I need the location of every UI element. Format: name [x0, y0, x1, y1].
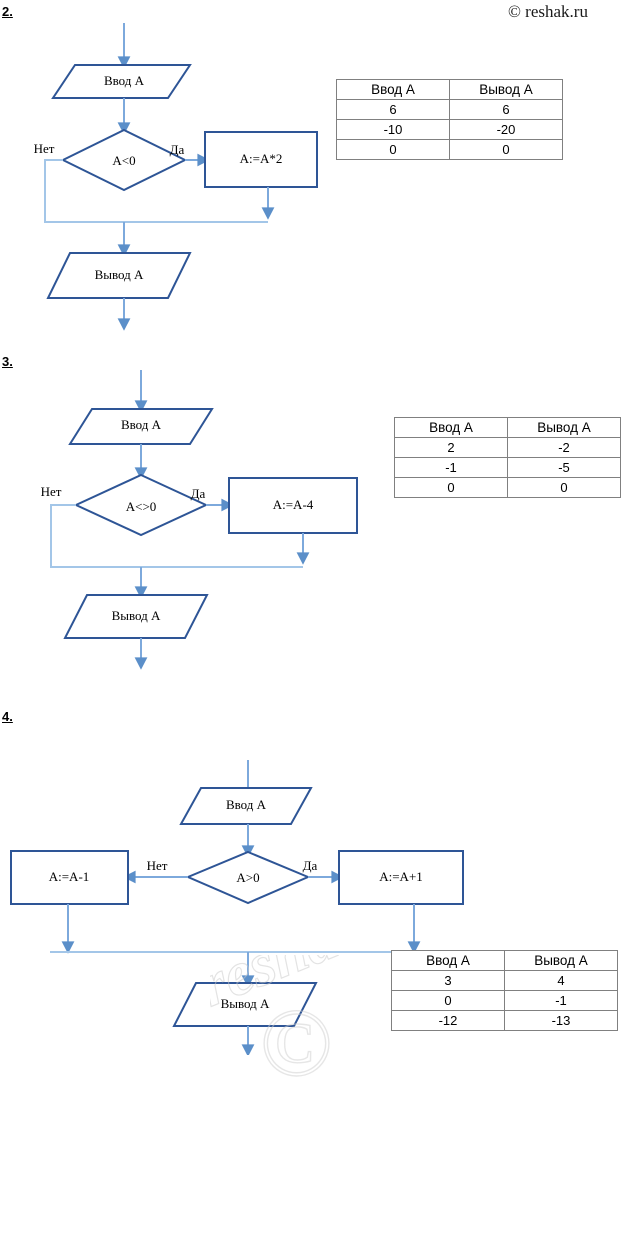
section-number-3: 3. [2, 354, 13, 369]
shape-output-3 [63, 594, 209, 639]
table-row: 0 0 [336, 139, 563, 160]
edge-label-yes-4: Да [303, 858, 318, 873]
shape-process-yes-4 [338, 850, 464, 905]
trace-table-2: Ввод А Вывод А 6 6 -10 -20 0 0 [336, 79, 563, 160]
table-cell-input: -12 [391, 1010, 505, 1031]
table-row: -1 -5 [394, 457, 621, 478]
table-header-input: Ввод А [391, 950, 505, 971]
connector-no-branch-3 [50, 504, 303, 568]
shape-input-4-label: Ввод А [226, 797, 267, 812]
shape-input-3-label: Ввод А [121, 417, 162, 432]
section-number-4: 4. [2, 709, 13, 724]
table-row: 0 -1 [391, 990, 618, 1011]
table-cell-output: 0 [507, 477, 621, 498]
table-row: 3 4 [391, 970, 618, 991]
table-header-row: Ввод А Вывод А [336, 79, 563, 100]
shape-decision-2 [60, 128, 188, 192]
flowchart-2: Ввод А A<0 Да Нет A:=A*2 Вывод А [34, 23, 318, 331]
table-cell-output: -2 [507, 437, 621, 458]
shape-input-2 [51, 64, 192, 99]
table-cell-input: 3 [391, 970, 505, 991]
table-header-input: Ввод А [336, 79, 450, 100]
shape-decision-4-label: A>0 [236, 870, 259, 885]
shape-process-2-label: A:=A*2 [240, 151, 283, 166]
table-cell-output: -1 [504, 990, 618, 1011]
table-cell-input: 6 [336, 99, 450, 120]
shape-output-3-label: Вывод А [112, 608, 161, 623]
table-cell-input: -10 [336, 119, 450, 140]
table-row: 2 -2 [394, 437, 621, 458]
shape-decision-4 [185, 850, 311, 905]
shape-process-no-4 [10, 850, 129, 905]
table-row: -12 -13 [391, 1010, 618, 1031]
shape-process-2 [204, 131, 318, 188]
shape-output-4 [172, 982, 318, 1027]
shape-decision-2-label: A<0 [112, 153, 135, 168]
table-cell-input: 0 [394, 477, 508, 498]
flowchart-4: Ввод А A>0 Да A:=A+1 Нет A:=A-1 Вывод А [10, 760, 464, 1055]
table-header-row: Ввод А Вывод А [391, 950, 618, 971]
table-header-output: Вывод А [504, 950, 618, 971]
shape-output-2-label: Вывод А [95, 267, 144, 282]
edge-label-no-3: Нет [41, 484, 62, 499]
table-row: 6 6 [336, 99, 563, 120]
table-cell-output: 4 [504, 970, 618, 991]
shape-input-3 [68, 408, 214, 445]
shape-process-yes-4-label: A:=A+1 [379, 869, 423, 884]
shape-input-4 [179, 787, 313, 825]
table-cell-output: -13 [504, 1010, 618, 1031]
shape-input-2-label: Ввод А [104, 73, 145, 88]
trace-table-3: Ввод А Вывод А 2 -2 -1 -5 0 0 [394, 417, 621, 498]
table-cell-output: 0 [449, 139, 563, 160]
table-cell-input: 0 [391, 990, 505, 1011]
edge-label-no-2: Нет [34, 141, 55, 156]
table-header-input: Ввод А [394, 417, 508, 438]
shape-process-3 [228, 477, 358, 534]
worksheet-page: © reshak.ru 2. Ввод А A<0 Да Нет A:=A*2 [2, 2, 621, 1097]
table-cell-input: 0 [336, 139, 450, 160]
table-cell-output: -5 [507, 457, 621, 478]
table-header-output: Вывод А [449, 79, 563, 100]
edge-label-no-4: Нет [147, 858, 168, 873]
shape-output-4-label: Вывод А [221, 996, 270, 1011]
table-row: -10 -20 [336, 119, 563, 140]
table-row: 0 0 [394, 477, 621, 498]
trace-table-4: Ввод А Вывод А 3 4 0 -1 -12 -13 [391, 950, 618, 1031]
shape-decision-3-label: A<>0 [126, 499, 157, 514]
shape-output-2 [46, 252, 192, 299]
shape-process-3-label: A:=A-4 [273, 497, 314, 512]
section-number-2: 2. [2, 4, 13, 19]
connector-no-branch-2 [44, 159, 268, 223]
table-cell-output: -20 [449, 119, 563, 140]
table-header-row: Ввод А Вывод А [394, 417, 621, 438]
edge-label-yes-2: Да [170, 142, 185, 157]
table-cell-output: 6 [449, 99, 563, 120]
shape-decision-3 [73, 473, 209, 537]
table-cell-input: -1 [394, 457, 508, 478]
flowchart-3: Ввод А A<>0 Да Нет A:=A-4 Вывод А [41, 370, 358, 670]
edge-label-yes-3: Да [191, 486, 206, 501]
shape-process-no-4-label: A:=A-1 [49, 869, 90, 884]
site-credit: © reshak.ru [508, 2, 588, 21]
table-cell-input: 2 [394, 437, 508, 458]
table-header-output: Вывод А [507, 417, 621, 438]
